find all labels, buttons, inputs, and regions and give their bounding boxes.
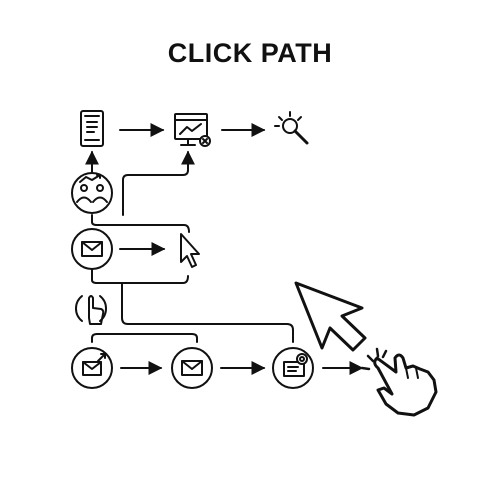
flow-arrows (85, 123, 364, 375)
large-arrow-cursor-icon (294, 281, 367, 352)
connector-lines (91, 150, 294, 343)
mail-circle-icon (71, 228, 113, 270)
tablet-document-icon (80, 110, 104, 147)
touch-gesture-icon (75, 295, 107, 325)
mail-send-circle-icon (71, 347, 113, 389)
page-title: CLICK PATH (167, 38, 333, 68)
magnifier-click-icon (274, 111, 309, 145)
webpage-coin-icon (272, 347, 314, 389)
mail-circle-icon (171, 347, 213, 389)
pointing-hand-click-icon (360, 347, 438, 417)
arrow-cursor-icon (180, 233, 200, 268)
monitor-chart-icon (174, 113, 211, 147)
team-analytics-icon (71, 172, 113, 214)
